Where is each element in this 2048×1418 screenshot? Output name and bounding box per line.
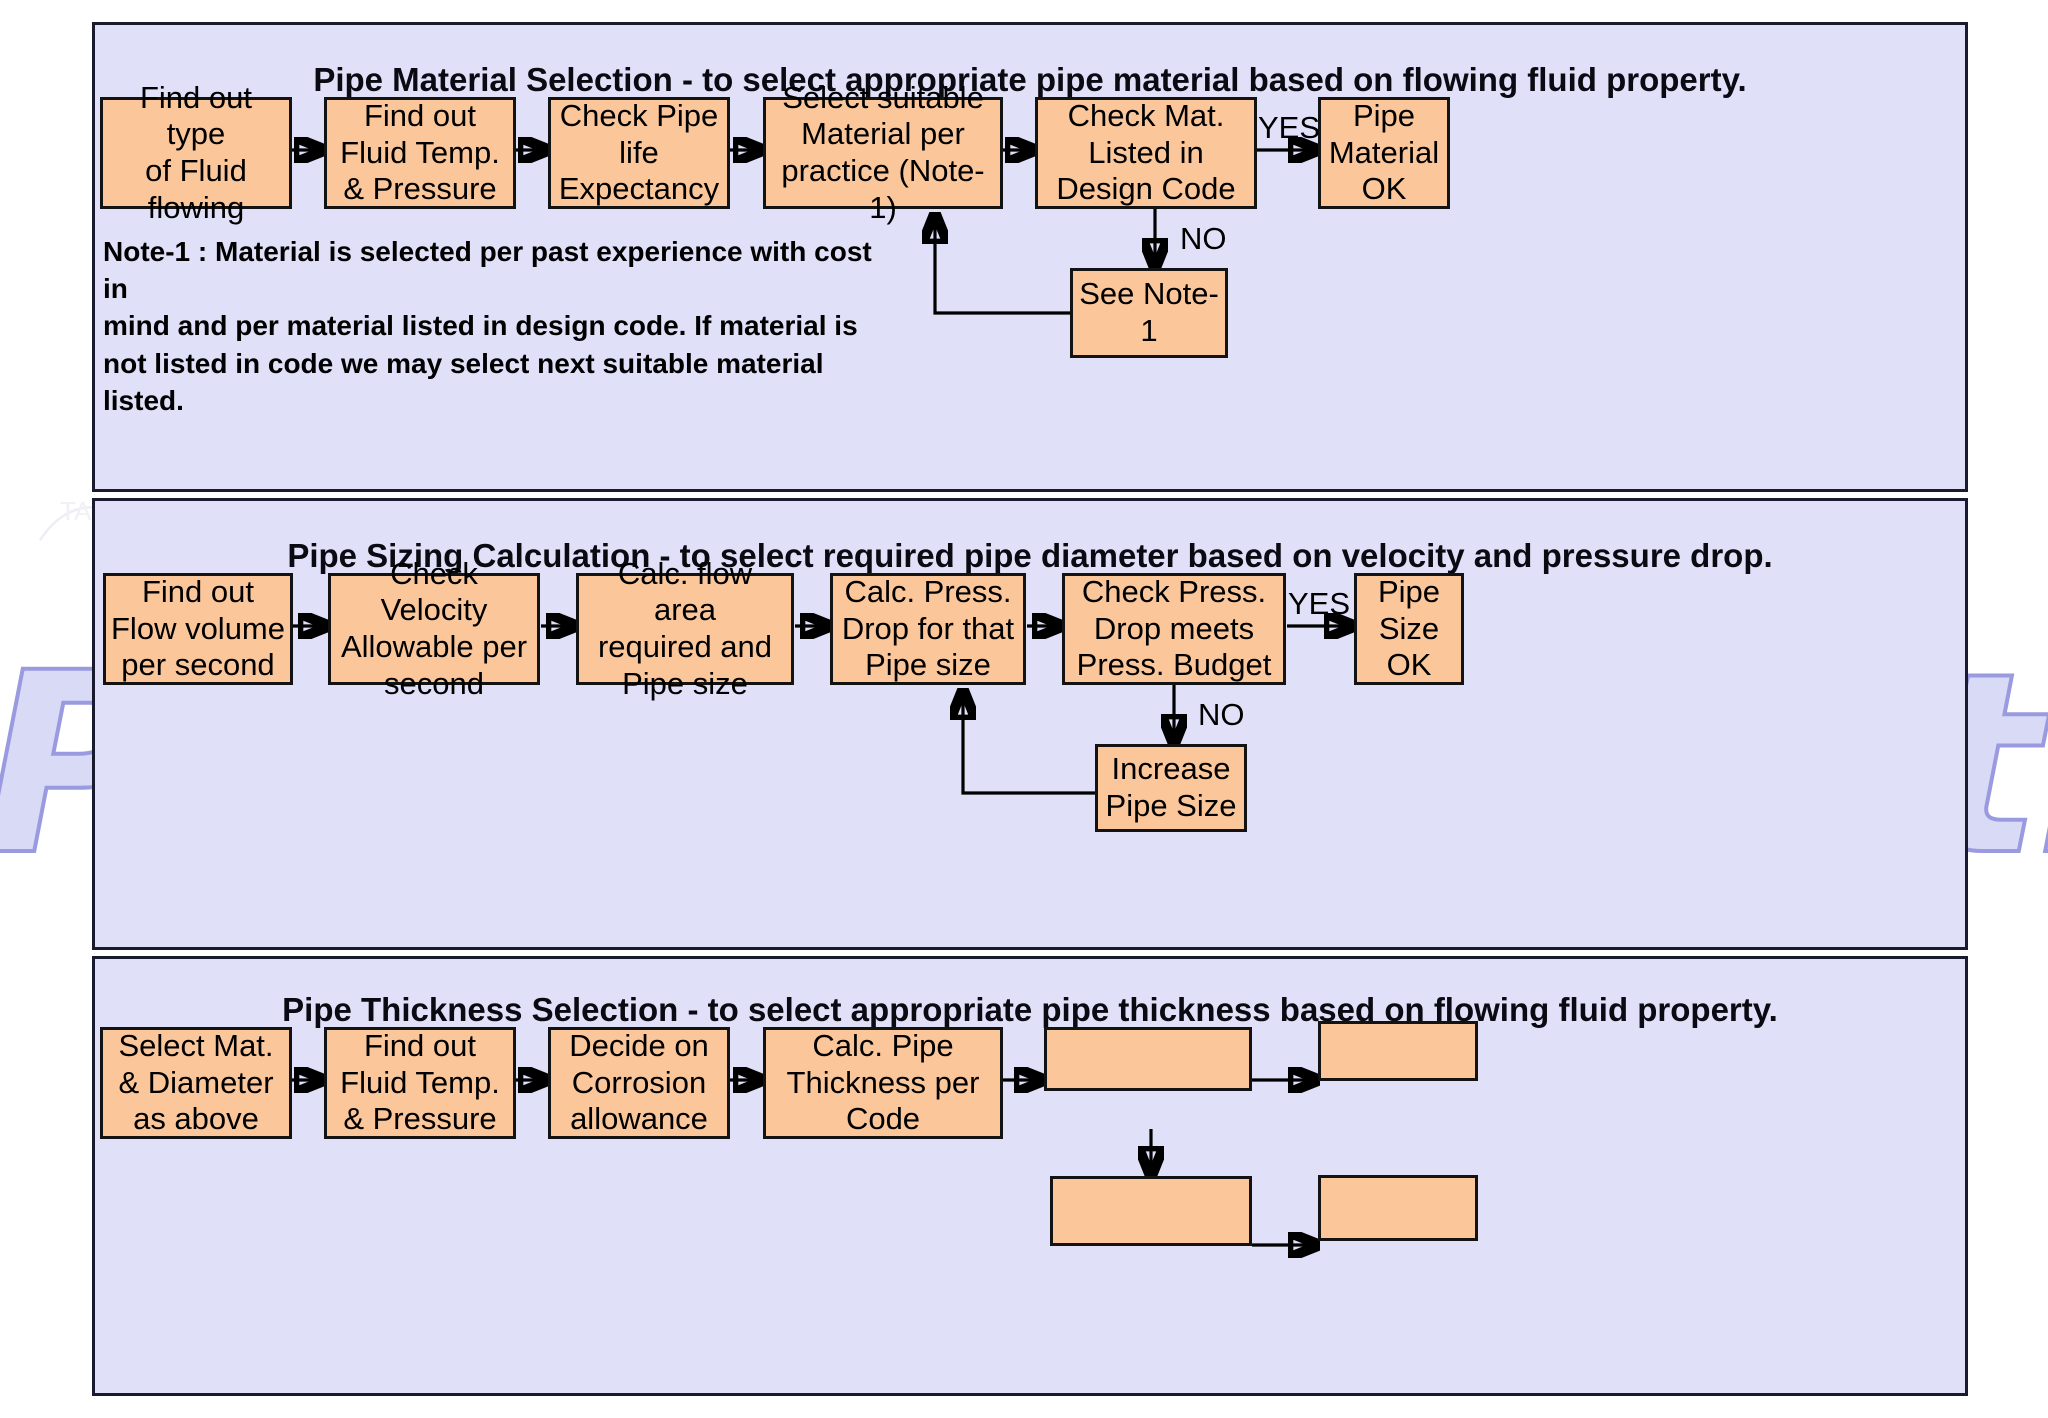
box-check-pipe-life[interactable]: Check Pipe life Expectancy <box>548 97 730 209</box>
box-select-material[interactable]: Select suitable Material per practice (N… <box>763 80 1003 225</box>
panel-pipe-sizing-calculation: Pipe Sizing Calculation - to select requ… <box>92 498 1968 950</box>
box-find-fluid-temp[interactable]: Find out Fluid Temp. & Pressure <box>324 97 516 209</box>
box-find-fluid-type[interactable]: Find out type of Fluid flowing <box>100 80 292 225</box>
box-check-mat-listed[interactable]: Check Mat. Listed in Design Code <box>1035 97 1257 209</box>
box-select-mat-diameter[interactable]: Select Mat. & Diameter as above <box>100 1027 292 1139</box>
box-calc-pipe-thickness[interactable]: Calc. Pipe Thickness per Code <box>763 1027 1003 1139</box>
box-check-press-budget[interactable]: Check Press. Drop meets Press. Budget <box>1062 573 1286 685</box>
box-calc-flow-area[interactable]: Calc. flow area required and Pipe size <box>576 556 794 701</box>
box-pipe-size-ok[interactable]: Pipe Size OK <box>1354 573 1464 685</box>
box-find-flow-volume[interactable]: Find out Flow volume per second <box>103 573 293 685</box>
panel-title-sizing: Pipe Sizing Calculation - to select requ… <box>287 537 1773 574</box>
box-decide-corrosion[interactable]: Decide on Corrosion allowance <box>548 1027 730 1139</box>
panel-pipe-material-selection: Pipe Material Selection - to select appr… <box>92 22 1968 492</box>
box-increase-pipe-size[interactable]: Increase Pipe Size <box>1095 744 1247 832</box>
panel-title-thickness: Pipe Thickness Selection - to select app… <box>282 991 1778 1028</box>
note-1-text: Note-1 : Material is selected per past e… <box>103 236 872 416</box>
edge-label-yes-sizing: YES <box>1288 586 1351 621</box>
box-blank-4[interactable] <box>1318 1175 1478 1241</box>
panel-title-material: Pipe Material Selection - to select appr… <box>313 61 1747 98</box>
box-blank-3[interactable] <box>1050 1176 1252 1246</box>
box-see-note-1[interactable]: See Note- 1 <box>1070 268 1228 358</box>
box-find-fluid-temp-2[interactable]: Find out Fluid Temp. & Pressure <box>324 1027 516 1139</box>
box-pipe-material-ok[interactable]: Pipe Material OK <box>1318 97 1450 209</box>
edge-label-yes-material: YES <box>1258 110 1321 145</box>
box-calc-press-drop[interactable]: Calc. Press. Drop for that Pipe size <box>830 573 1026 685</box>
panel-pipe-thickness-selection: Pipe Thickness Selection - to select app… <box>92 956 1968 1396</box>
edge-label-no-sizing: NO <box>1198 697 1245 732</box>
edge-label-no-material: NO <box>1180 221 1227 256</box>
box-blank-2[interactable] <box>1318 1021 1478 1081</box>
box-blank-1[interactable] <box>1044 1027 1252 1091</box>
box-check-velocity[interactable]: Check Velocity Allowable per second <box>328 556 540 701</box>
